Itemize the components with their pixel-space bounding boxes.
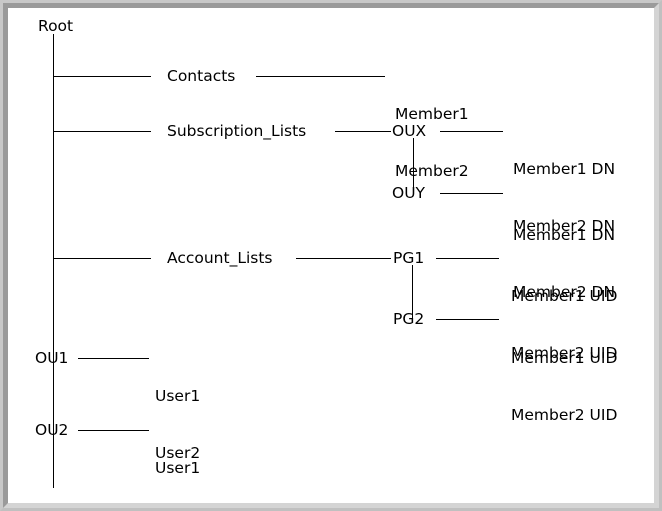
edge-root-to-account-lists [53,258,151,259]
node-pg1[interactable]: PG1 [393,249,425,267]
leaf-line: User1 [155,387,201,405]
node-ou1[interactable]: OU1 [35,349,69,367]
edge-subscription-lists-to-oux [335,131,391,132]
edge-root-to-subscription-lists [53,131,151,132]
edge-pg1-to-members [436,258,499,259]
node-ou2[interactable]: OU2 [35,421,69,439]
edge-pg1-to-pg2 [412,265,413,319]
leaf-line: Member1 UID [511,349,618,367]
node-pg2[interactable]: PG2 [393,310,425,328]
edge-ou2-to-users [78,430,149,431]
leaf-line: Member1 DN [513,160,616,178]
leaf-line: Member2 [395,162,469,180]
node-account-lists[interactable]: Account_Lists [167,249,273,267]
edge-ouy-to-members [440,193,503,194]
edge-oux-to-members [440,131,503,132]
leaf-line: Member1 UID [511,287,618,305]
leaf-pg1-members: Member1 UID Member2 UID [511,249,617,401]
leaf-line: Member1 [395,105,469,123]
node-root[interactable]: Root [38,17,74,35]
node-contacts[interactable]: Contacts [167,67,236,85]
edge-root-to-contacts [53,76,151,77]
leaf-line: User2 [155,444,201,462]
node-oux[interactable]: OUX [392,122,427,140]
diagram-canvas: Root Contacts Subscription_Lists OUX OUY… [8,8,654,503]
edge-pg2-to-members [436,319,499,320]
edge-account-lists-to-pg1 [296,258,391,259]
leaf-ouy-members: Member1 DN Member2 DN [513,188,615,340]
leaf-line: User1 [155,459,201,477]
edge-root-trunk [53,34,54,488]
leaf-line: Member2 UID [511,344,618,362]
leaf-ou2-users: User1 User2 [155,421,200,503]
edge-contacts-to-members [256,76,385,77]
leaf-line: Member2 UID [511,406,618,424]
node-subscription-lists[interactable]: Subscription_Lists [167,122,307,140]
leaf-oux-members: Member1 DN Member2 DN [513,122,615,274]
leaf-ou1-users: User1 User2 [155,349,200,501]
edge-ou1-to-users [78,358,149,359]
leaf-line: Member2 DN [513,217,616,235]
leaf-pg2-members: Member1 UID Member2 UID [511,311,617,463]
leaf-contacts-members: Member1 Member2 [395,67,469,219]
edge-oux-to-ouy [413,138,414,192]
node-ouy[interactable]: OUY [392,184,426,202]
leaf-line: Member1 DN [513,226,616,244]
leaf-line: Member2 DN [513,283,616,301]
